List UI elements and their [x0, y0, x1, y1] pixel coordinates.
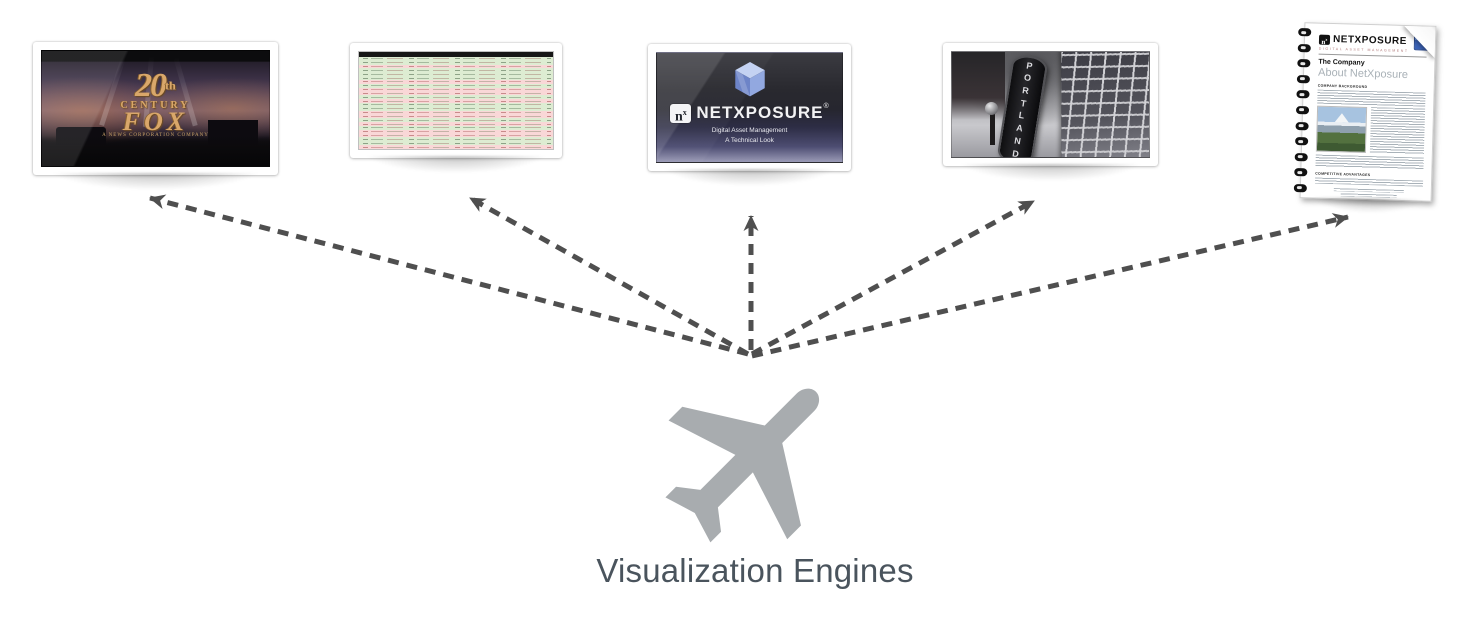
arrow-to-photo [750, 198, 1036, 357]
spreadsheet-row [359, 95, 553, 100]
sign-letter: O [1023, 72, 1032, 84]
spreadsheet-row [359, 137, 553, 142]
spreadsheet-row [359, 83, 553, 88]
document-footer [1315, 188, 1423, 199]
binding-ring [1294, 152, 1308, 162]
binding-ring [1294, 168, 1308, 177]
fox-logo-fox: FOX [42, 108, 269, 134]
sign-letter: N [1013, 135, 1022, 147]
spreadsheet-row [359, 118, 553, 123]
page-curl-fold [1404, 25, 1436, 58]
body-text-lines [1315, 154, 1424, 170]
spreadsheet-row [359, 133, 553, 138]
thumbnail-video-still: 20th CENTURY FOX A NEWS CORPORATION COMP… [33, 42, 278, 175]
slide-brand-text: NETXPOSURE [696, 103, 824, 123]
binding-ring [1297, 59, 1311, 68]
sign-letter: D [1011, 148, 1020, 158]
binding-ring [1296, 74, 1311, 84]
body-text-lines [1369, 107, 1426, 155]
sign-letter: A [1015, 122, 1024, 134]
slide-subtitle-line1: Digital Asset Management [711, 127, 788, 135]
spreadsheet-row [359, 125, 553, 130]
spreadsheet-row [359, 68, 553, 73]
body-text-lines [1314, 177, 1424, 187]
binding-ring [1293, 183, 1307, 193]
thumbnail-document: nx NETXPOSURE DIGITAL ASSET MANAGEMENT T… [1293, 22, 1437, 202]
binding-ring [1295, 105, 1310, 115]
nx-logo-icon: nx [1318, 34, 1331, 46]
binding-ring [1296, 90, 1310, 99]
sign-letter: T [1020, 97, 1028, 109]
fox-logo-number: 20 [135, 67, 167, 104]
slide-brand-row: nx NETXPOSURE® [657, 103, 842, 124]
slide-subtitle-line2: A Technical Look [725, 137, 774, 145]
spreadsheet-row [359, 99, 553, 103]
arrow-to-sheet [468, 195, 750, 357]
street-lamp [985, 102, 999, 116]
binding-ring [1295, 137, 1309, 146]
lamp-post [990, 111, 996, 146]
page-curl [1392, 25, 1436, 69]
spreadsheet-row [359, 129, 553, 134]
spreadsheet-row [359, 91, 553, 96]
spreadsheet-row [359, 87, 553, 92]
thumbnail-spreadsheet [350, 43, 562, 158]
skyscraper [1060, 52, 1149, 157]
airplane-icon [642, 352, 860, 564]
thumbnail-slide: nx NETXPOSURE® Digital Asset Management … [648, 44, 851, 171]
registered-mark: ® [823, 103, 829, 111]
spreadsheet-row [359, 110, 553, 115]
spreadsheet-row [359, 76, 553, 80]
spreadsheet-row [359, 79, 553, 84]
spreadsheet-row [359, 141, 553, 146]
sign-letter: R [1021, 85, 1030, 97]
slide-subtitle: Digital Asset Management A Technical Loo… [657, 126, 842, 147]
spreadsheet-row [359, 60, 553, 65]
spreadsheet-row [359, 114, 553, 119]
binding-ring [1298, 28, 1312, 37]
binding-ring [1297, 43, 1311, 52]
body-text-lines [1317, 89, 1426, 107]
sign-letter: L [1018, 110, 1026, 122]
cube-logo-icon [733, 61, 767, 103]
nx-logo-icon: nx [670, 103, 692, 124]
spreadsheet-row [359, 72, 553, 77]
document-page: nx NETXPOSURE DIGITAL ASSET MANAGEMENT T… [1299, 22, 1437, 202]
screen-sheen [42, 51, 269, 166]
spreadsheet-rows [359, 57, 553, 149]
spreadsheet-row [359, 145, 553, 149]
diagram-label: Visualization Engines [596, 552, 914, 589]
spreadsheet-row [359, 102, 553, 107]
spreadsheet-row [359, 122, 553, 126]
fox-logo: 20th CENTURY FOX [42, 68, 269, 135]
arrow-to-movie [149, 194, 749, 357]
mountain [1334, 113, 1349, 123]
spreadsheet-row [359, 57, 553, 61]
ground-silhouette [42, 136, 269, 166]
spreadsheet-row [359, 64, 553, 69]
fox-caption: A NEWS CORPORATION COMPANY [42, 133, 269, 138]
spreadsheet-header-row [359, 52, 553, 57]
fox-logo-th: th [165, 78, 176, 92]
spreadsheet-row [359, 106, 553, 111]
sign-letter: P [1025, 60, 1034, 72]
document-subheading: About NetXposure [1317, 66, 1409, 82]
binding-ring [1295, 121, 1309, 130]
fox-logo-century: CENTURY [42, 101, 269, 111]
document-columns [1315, 105, 1426, 155]
footer-line [1340, 192, 1397, 198]
arrow-to-doc [751, 213, 1349, 359]
skyline-photo [1315, 105, 1367, 153]
